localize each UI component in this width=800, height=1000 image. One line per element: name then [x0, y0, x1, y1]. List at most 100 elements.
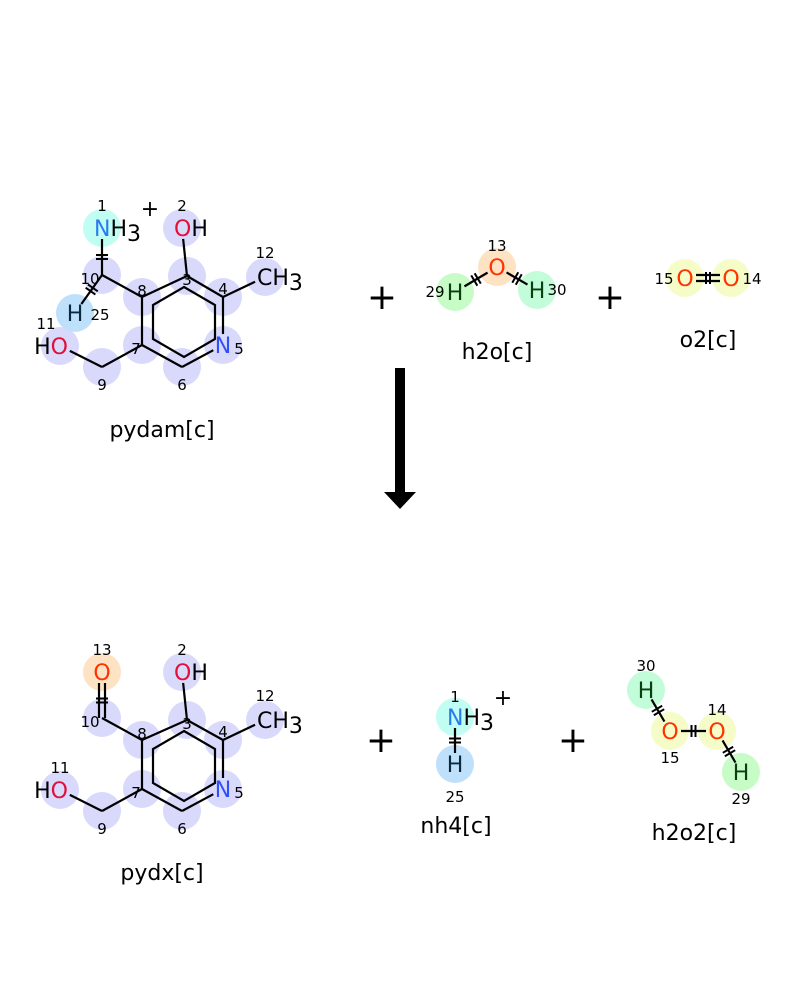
molecule-name-nh4: nh4[c]: [420, 814, 491, 839]
atom-highlight: [712, 259, 750, 297]
atom-map-number: 14: [742, 270, 761, 288]
atom-label: H: [733, 761, 750, 786]
atom-label: H: [447, 753, 464, 778]
bond: [222, 723, 256, 741]
bond: [186, 719, 224, 741]
plus-sign: +: [558, 720, 588, 761]
atom-map-number: 13: [92, 641, 111, 659]
atom-map-number: 11: [50, 759, 69, 777]
atom-label: O: [676, 267, 693, 292]
bond: [80, 274, 103, 305]
bond: [101, 344, 143, 368]
atom: 8: [137, 282, 147, 300]
atom: O15: [660, 720, 679, 767]
atom: NH3+1: [94, 197, 159, 247]
atom-label: H: [67, 302, 84, 327]
atom-map-number: 3: [182, 715, 192, 733]
atom-highlight: [204, 770, 242, 808]
molecule-name-h2o2: h2o2[c]: [652, 821, 737, 846]
atom-highlight: [627, 671, 665, 709]
atom-label: NH3: [94, 217, 141, 247]
atom: HO 11: [34, 315, 68, 360]
atom-map-number: 4: [218, 723, 228, 741]
atom-map-number: 5: [234, 784, 244, 802]
atom-highlight: [41, 327, 79, 365]
plus-sign: +: [367, 277, 397, 318]
atom-map-number: 12: [255, 244, 274, 262]
atom: 10: [80, 713, 99, 731]
atom-map-number: 2: [177, 197, 187, 215]
atom-label: OH: [174, 661, 208, 686]
atom: 7: [131, 784, 141, 802]
atom: NH3+1: [447, 686, 512, 736]
atom: H 25: [445, 753, 464, 806]
atom-highlight: [698, 712, 736, 750]
atom-highlight: [436, 273, 474, 311]
atom-highlight: [204, 326, 242, 364]
atom-map-number: 10: [80, 270, 99, 288]
aromatic-ring: [151, 285, 217, 359]
atom: OH2: [174, 641, 208, 686]
atom: 4: [218, 280, 228, 298]
atom-label: O: [722, 267, 739, 292]
atom-highlight: [41, 771, 79, 809]
atom-label: N: [215, 778, 231, 803]
charge-label: +: [494, 686, 512, 711]
atom-label: HO: [34, 335, 68, 360]
bond: [182, 682, 189, 721]
atom: 8: [137, 725, 147, 743]
atom-map-number: 11: [36, 315, 55, 333]
atom: H29: [425, 281, 463, 306]
atom-highlight: [478, 248, 516, 286]
bond: [101, 717, 143, 741]
bond: [96, 239, 108, 275]
atom: H 30: [636, 657, 655, 704]
atom-highlight: [83, 653, 121, 691]
atom-map-number: 5: [234, 340, 244, 358]
bond: [101, 788, 143, 812]
atom-map-number: 9: [97, 820, 107, 838]
bond: [721, 739, 737, 764]
atom: 6: [177, 820, 187, 838]
molecule-name-pydx: pydx[c]: [120, 861, 203, 886]
atom-highlight: [651, 712, 689, 750]
atom-map-number: 25: [445, 788, 464, 806]
atom-label: N: [215, 334, 231, 359]
bond: [181, 349, 214, 368]
bond: [186, 275, 224, 298]
atom-label: O: [488, 256, 505, 281]
atom-label: H: [638, 679, 655, 704]
atom-label: H: [529, 279, 546, 304]
atom: 3: [182, 715, 192, 733]
atom-highlight: [246, 258, 284, 296]
bond: [141, 275, 188, 298]
atom-highlight: [666, 259, 704, 297]
atom-map-number: 8: [137, 725, 147, 743]
atom-map-number: 30: [636, 657, 655, 675]
atom-map-number: 3: [182, 271, 192, 289]
bond-layer: [69, 238, 737, 812]
bond: [696, 272, 720, 284]
atom-map-number: 29: [731, 790, 750, 808]
atom-highlight: [722, 753, 760, 791]
aromatic-ring: [151, 729, 217, 803]
bond: [463, 271, 489, 288]
atom: OH2: [174, 197, 208, 242]
molecule-name-o2: o2[c]: [680, 328, 737, 353]
atom-highlight: [163, 209, 201, 247]
bond: [141, 788, 183, 812]
atom-map-number: 6: [177, 376, 187, 394]
molecule-name-pydam: pydam[c]: [109, 418, 214, 443]
bond: [449, 728, 461, 753]
atom-label: NH3: [447, 706, 494, 736]
atom-map-number: 8: [137, 282, 147, 300]
atom-highlight: [56, 294, 94, 332]
atom-map-number: 15: [660, 749, 679, 767]
atom: 6: [177, 376, 187, 394]
charge-label: +: [141, 197, 159, 222]
